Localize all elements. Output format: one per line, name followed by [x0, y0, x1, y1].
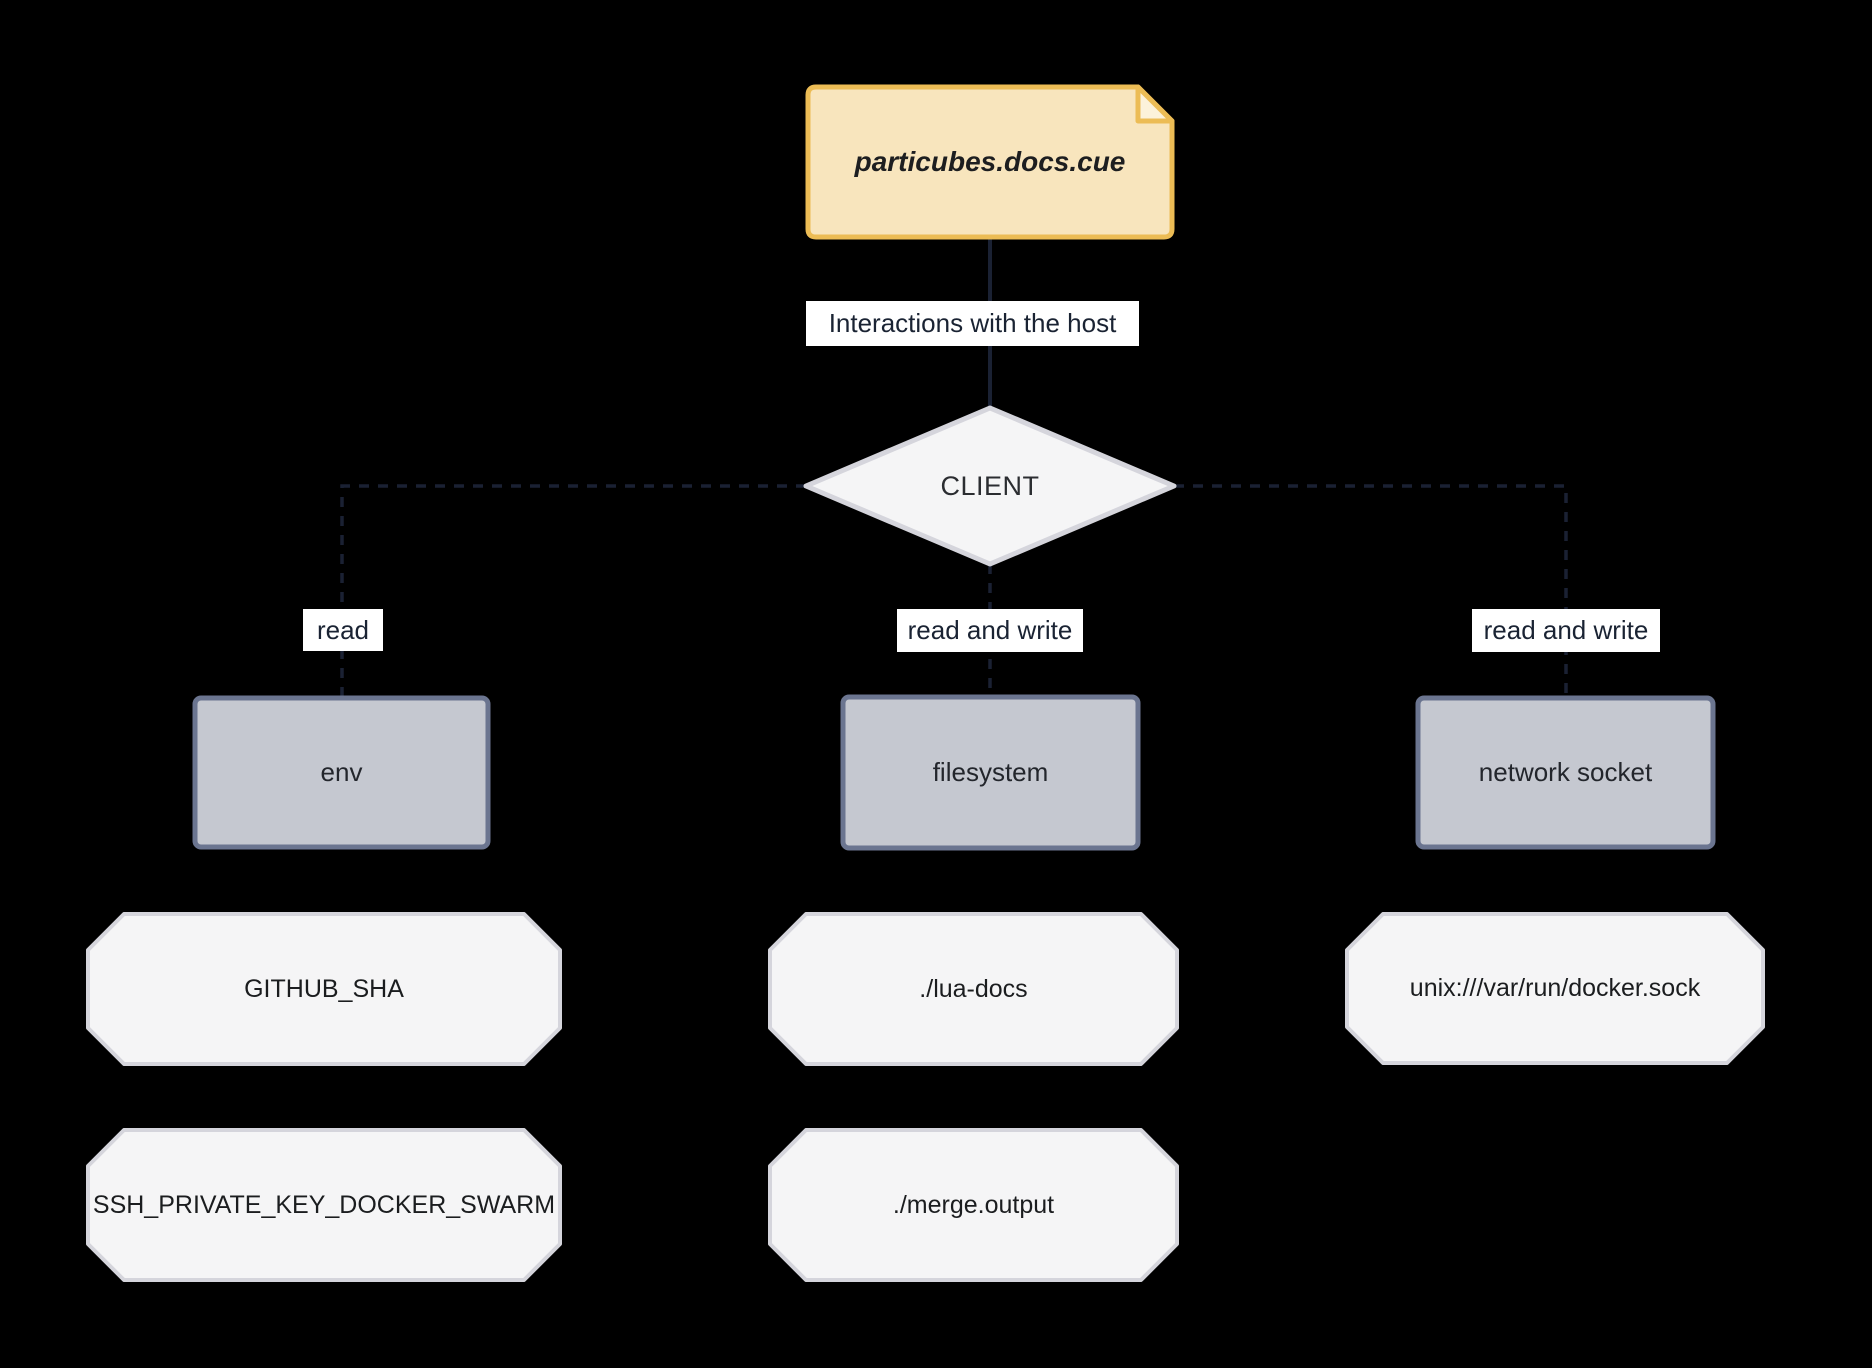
- edge-client-to-env: [340, 484, 806, 698]
- edge-label-read-and-write-network: read and write: [1472, 609, 1660, 652]
- network-socket-box-shape: [1415, 695, 1716, 850]
- merge-output-label: ./merge.output: [892, 1190, 1055, 1219]
- lua-docs-octagon-shape: [768, 912, 1179, 1066]
- note-shape: [805, 84, 1175, 240]
- network-socket-box-label: network socket: [1478, 757, 1653, 787]
- note-fold-corner: [1135, 84, 1175, 124]
- client-diamond-shape: [803, 405, 1177, 567]
- ssh-key-octagon-shape: [86, 1128, 562, 1282]
- filesystem-box-label: filesystem: [932, 757, 1049, 787]
- merge-output-octagon-shape: [768, 1128, 1179, 1282]
- github-sha-label: GITHUB_SHA: [244, 974, 404, 1003]
- edge-label-interactions-host: Interactions with the host: [806, 301, 1139, 346]
- docker-sock-label: unix:///var/run/docker.sock: [1409, 974, 1701, 1002]
- edge-client-to-network-socket: [1174, 484, 1568, 698]
- edge-label-read-and-write-filesystem: read and write: [897, 609, 1083, 652]
- client-diamond-label: CLIENT: [940, 470, 1040, 501]
- github-sha-octagon-shape: [86, 912, 562, 1066]
- lua-docs-label: ./lua-docs: [919, 974, 1028, 1003]
- edge-label-read: read: [303, 609, 383, 651]
- docker-sock-octagon-shape: [1345, 912, 1765, 1065]
- env-box-shape: [192, 695, 491, 850]
- ssh-private-key-label: SSH_PRIVATE_KEY_DOCKER_SWARM: [92, 1190, 556, 1219]
- env-box-label: env: [320, 757, 363, 787]
- filesystem-box-shape: [840, 694, 1141, 851]
- note-label: particubes.docs.cue: [854, 146, 1126, 177]
